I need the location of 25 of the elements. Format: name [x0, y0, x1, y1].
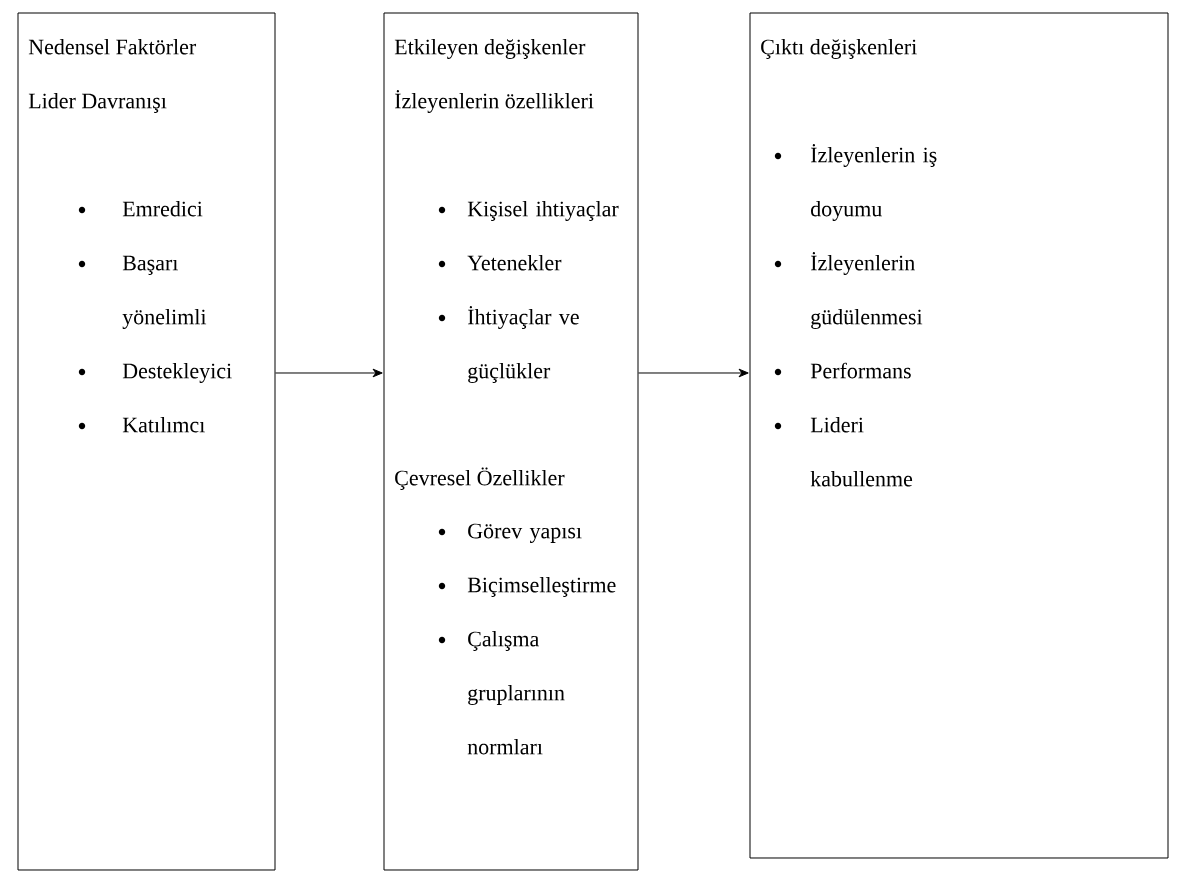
heading: Lider Davranışı [28, 92, 167, 113]
list-item: Görev yapısı [438, 523, 582, 543]
process-box [383, 12, 639, 871]
list-item: Performans [774, 362, 911, 379]
arrow [275, 368, 383, 378]
list-item: Yetenekler [438, 254, 562, 271]
process-box [749, 12, 1169, 859]
list-item: İzleyenlerin güdülenmesi [774, 252, 923, 329]
heading: Çıktı değişkenleri [761, 38, 917, 59]
list-item: İzleyenlerin iş doyumu [774, 144, 937, 221]
list-item: Kişisel ihtiyaçlar [438, 200, 619, 221]
list-item: Destekleyici [78, 362, 232, 383]
list-item: Lideri kabullenme [774, 416, 913, 487]
heading: Çevresel Özellikler [395, 467, 565, 490]
list-item: Çalışma gruplarının normları [438, 630, 565, 755]
list-item: Katılımcı [78, 416, 205, 433]
process-box [17, 12, 276, 871]
heading: Nedensel Faktörler [28, 38, 197, 55]
heading: İzleyenlerin özellikleri [395, 90, 594, 113]
list-item: İhtiyaçlar ve güçlükler [438, 306, 579, 383]
arrow [638, 368, 749, 378]
heading: Etkileyen değişkenler [394, 38, 586, 59]
list-item: Emredici [78, 200, 203, 217]
list-item: Biçimselleştirme [438, 576, 616, 597]
list-item: Başarı yönelimli [78, 255, 207, 329]
